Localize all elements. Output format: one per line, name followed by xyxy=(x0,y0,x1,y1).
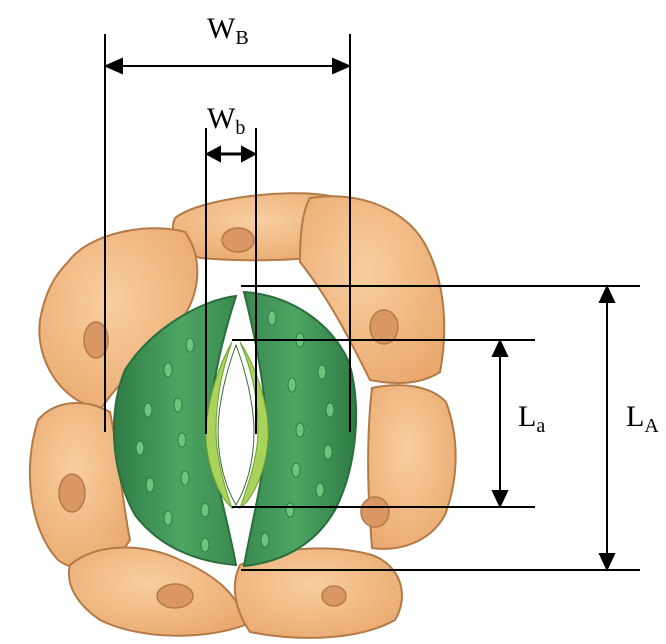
label-WB: WB xyxy=(207,12,249,49)
svg-text:LA: LA xyxy=(626,400,659,437)
label-Wb-main: W xyxy=(207,102,236,135)
label-La-main: L xyxy=(518,400,536,433)
chloroplast xyxy=(268,311,276,325)
chloroplast xyxy=(286,503,294,517)
chloroplast xyxy=(201,538,209,552)
chloroplast xyxy=(292,463,300,477)
label-Wb-sub: b xyxy=(235,117,245,139)
arrowhead xyxy=(493,491,507,506)
chloroplast xyxy=(146,478,154,492)
arrowhead xyxy=(207,147,220,161)
arrowhead xyxy=(600,554,614,569)
chloroplast xyxy=(164,363,172,377)
chloroplast xyxy=(178,433,186,447)
chloroplast xyxy=(136,441,144,455)
svg-text:WB: WB xyxy=(207,12,249,49)
svg-text:Wb: Wb xyxy=(207,102,245,139)
label-WB-main: W xyxy=(207,12,236,45)
chloroplast xyxy=(201,503,209,517)
arrowhead xyxy=(106,59,122,73)
label-La-sub: a xyxy=(536,415,545,437)
nucleus xyxy=(370,310,398,344)
chloroplast xyxy=(261,533,269,547)
chloroplast xyxy=(318,365,326,379)
chloroplast xyxy=(186,338,194,352)
chloroplast xyxy=(174,398,182,412)
arrowhead xyxy=(600,287,614,302)
chloroplast xyxy=(288,378,296,392)
nucleus xyxy=(222,228,254,252)
label-Wb: Wb xyxy=(207,102,245,139)
label-LA: LA xyxy=(626,400,659,437)
nucleus xyxy=(59,474,85,512)
chloroplast xyxy=(181,471,189,485)
label-WB-sub: B xyxy=(235,27,248,49)
svg-text:La: La xyxy=(518,400,545,437)
nucleus xyxy=(322,586,346,606)
chloroplast xyxy=(144,403,152,417)
label-LA-main: L xyxy=(626,400,644,433)
arrowhead xyxy=(333,59,349,73)
nucleus xyxy=(157,584,193,608)
chloroplast xyxy=(164,511,172,525)
arrowhead xyxy=(493,341,507,356)
label-La: La xyxy=(518,400,545,437)
chloroplast xyxy=(326,403,334,417)
arrowhead xyxy=(242,147,255,161)
chloroplast xyxy=(324,445,332,459)
nucleus xyxy=(361,497,389,527)
chloroplast xyxy=(296,423,304,437)
chloroplast xyxy=(316,483,324,497)
label-LA-sub: A xyxy=(644,415,659,437)
